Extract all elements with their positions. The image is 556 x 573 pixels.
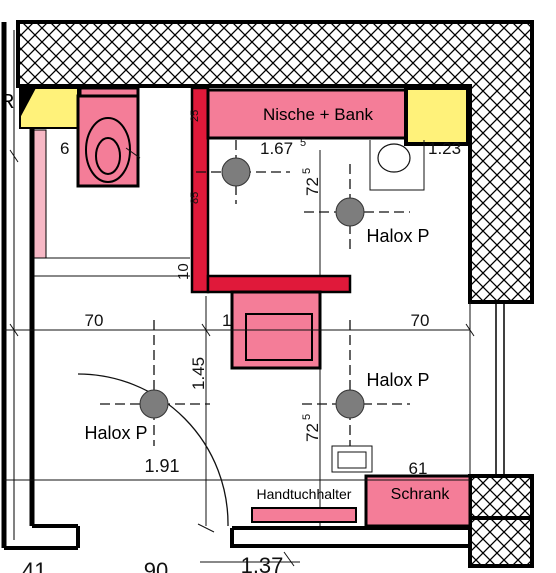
dim-10: 10 xyxy=(175,263,192,280)
lamp-top-left xyxy=(196,140,290,204)
lamp-bottom-left xyxy=(100,320,210,446)
dim-tick-2 xyxy=(201,323,211,337)
dim-145: 1.45 xyxy=(189,357,208,390)
wall-bottom xyxy=(230,526,470,548)
dim-85: 85 xyxy=(189,192,201,204)
toilet-bowl xyxy=(85,117,131,183)
dim-725-bottom-sup: 5 xyxy=(301,414,313,420)
dim-41: 41 xyxy=(22,558,46,573)
lamp-top-right xyxy=(304,164,410,250)
niche-bench-label: Nische + Bank xyxy=(263,105,374,124)
door-swing-arc xyxy=(77,373,229,527)
dim-tick-6 xyxy=(9,149,19,163)
dim-70-left: 70 xyxy=(85,311,104,330)
lamp-icon xyxy=(335,197,365,227)
partition-wall-horizontal xyxy=(206,274,352,294)
dim-137: 1.37 xyxy=(241,553,284,573)
dim-61: 61 xyxy=(409,459,428,478)
dim-6: 6 xyxy=(60,139,69,158)
lamp-label-bottom-right: Halox P xyxy=(366,370,429,390)
dim-123: 1.23 xyxy=(428,139,461,158)
exterior-wall-bottom-right xyxy=(468,474,534,568)
pink-strip xyxy=(33,129,47,259)
dim-191: 1.91 xyxy=(144,456,179,476)
shower-drain xyxy=(331,445,373,473)
dim-tick-7 xyxy=(125,147,141,159)
dim-70-right: 70 xyxy=(411,311,430,330)
accent-yellow-box xyxy=(404,86,470,146)
lamp-label-bottom-left: Halox P xyxy=(84,423,147,443)
dim-725-top: 72 xyxy=(303,177,322,196)
towel-holder xyxy=(251,507,357,523)
dim-725-top-sup: 5 xyxy=(301,168,313,174)
toilet xyxy=(76,94,140,188)
dim-tick-5 xyxy=(283,551,295,567)
shower-drain-inner xyxy=(337,451,367,469)
washbasin-top xyxy=(369,140,425,191)
dim-725-bottom: 72 xyxy=(303,423,322,442)
corner-wedge xyxy=(20,88,36,118)
dim-tick-3 xyxy=(465,323,475,337)
cabinet xyxy=(364,474,472,528)
cabinet-label: Schrank xyxy=(391,486,451,503)
dim-tick-4 xyxy=(197,523,215,533)
lamp-icon xyxy=(335,389,365,419)
dim-167: 1.67 xyxy=(260,139,293,158)
dim-25: 25 xyxy=(189,110,201,122)
dim-tick-1 xyxy=(9,323,19,337)
lamp-bottom-right xyxy=(302,320,410,446)
washbasin-center-inner xyxy=(245,313,313,361)
lamp-icon xyxy=(221,157,251,187)
toilet-bowl-inner xyxy=(95,137,121,175)
partition-wall-vertical xyxy=(190,86,210,294)
fragment-r: R xyxy=(0,91,14,113)
dim-90: 90 xyxy=(144,558,168,573)
dim-1: 1 xyxy=(222,311,231,330)
dim-167-sup: 5 xyxy=(300,137,306,149)
lamp-icon xyxy=(139,389,169,419)
lamp-label-top-right: Halox P xyxy=(366,226,429,246)
towel-holder-label: Handtuchhalter xyxy=(257,486,352,502)
washbasin-top-bowl xyxy=(377,143,411,173)
